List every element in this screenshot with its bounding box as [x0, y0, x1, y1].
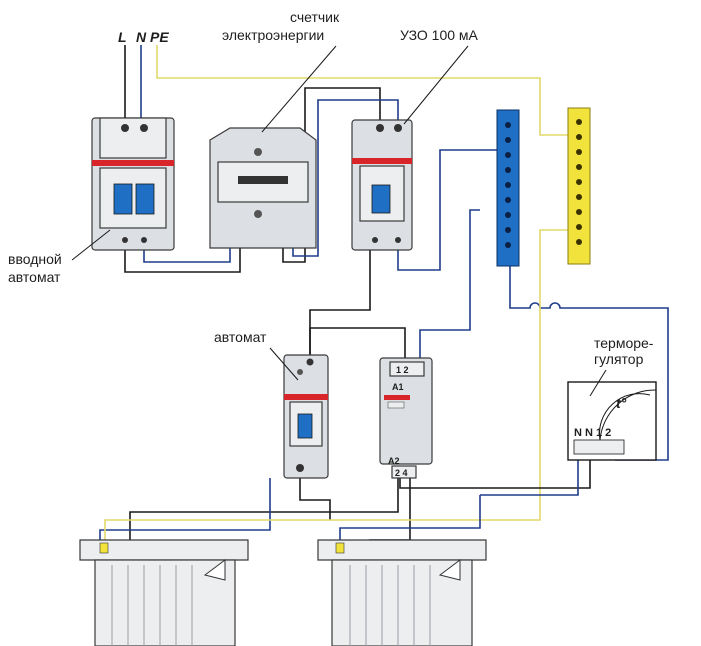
wire-thermostat-n2 [480, 460, 579, 496]
wire-heater-earth [104, 519, 420, 545]
meter-pointer [261, 45, 337, 133]
main-breaker-pointer [71, 229, 111, 261]
heater-right [317, 539, 487, 646]
contactor-a1-label: A1 [392, 382, 404, 392]
wire-thermostat-coil [399, 460, 591, 489]
neutral-bus-bar [496, 109, 520, 267]
wire-incoming-pe [156, 45, 568, 136]
wire-neutral-contactor [419, 209, 480, 360]
label-l: L [118, 29, 127, 45]
wire-contactor-supply [309, 327, 406, 360]
contactor: 1 2 A1 A2 2 4 [379, 357, 433, 479]
label-breaker: автомат [214, 329, 267, 345]
wire-rcd-neutral-bus [397, 149, 498, 271]
contactor-bottom-label: 2 4 [395, 468, 408, 478]
wire-meter-rcd-n [292, 99, 399, 257]
wire-breaker-meter-l [124, 248, 241, 273]
label-n-pe: N PE [136, 29, 169, 45]
earth-bus-bar [567, 107, 591, 265]
labels: L N PE счетчик электроэнергии УЗО 100 мА… [8, 9, 654, 397]
wires [99, 45, 669, 545]
heater-left [79, 539, 249, 646]
contactor-a2-label: A2 [388, 456, 400, 466]
temperature-label: t° [616, 395, 627, 411]
wire-breaker-meter-n [143, 248, 231, 263]
label-rcd: УЗО 100 мА [400, 27, 479, 43]
label-meter-line1: счетчик [290, 9, 340, 25]
wire-heater-left-n [99, 478, 271, 545]
main-breaker [91, 117, 175, 251]
label-main-breaker-line1: вводной [8, 251, 62, 267]
thermostat-terminal-labels: N N 1 2 [574, 427, 611, 439]
wire-rcd-breaker [309, 250, 371, 360]
thermostat: t° N N 1 2 [567, 381, 657, 461]
thermostat-pointer [589, 369, 607, 397]
wire-earth-down [420, 229, 568, 521]
wire-bus-thermostat-n [509, 265, 669, 461]
contactor-top-label: 1 2 [396, 365, 409, 375]
energy-meter [209, 127, 317, 249]
wire-breaker-out [299, 478, 331, 520]
label-thermostat-line2: гулятор [594, 351, 644, 367]
breaker-pointer [269, 347, 299, 381]
circuit-breaker [283, 354, 329, 479]
wire-heater-left-l [129, 478, 399, 540]
label-meter-line2: электроэнергии [222, 27, 324, 43]
label-thermostat-line1: терморе- [594, 335, 654, 351]
wire-heater-right-n [339, 495, 481, 545]
rcd [351, 119, 413, 251]
label-main-breaker-line2: автомат [8, 269, 61, 285]
rcd-pointer [403, 45, 469, 125]
